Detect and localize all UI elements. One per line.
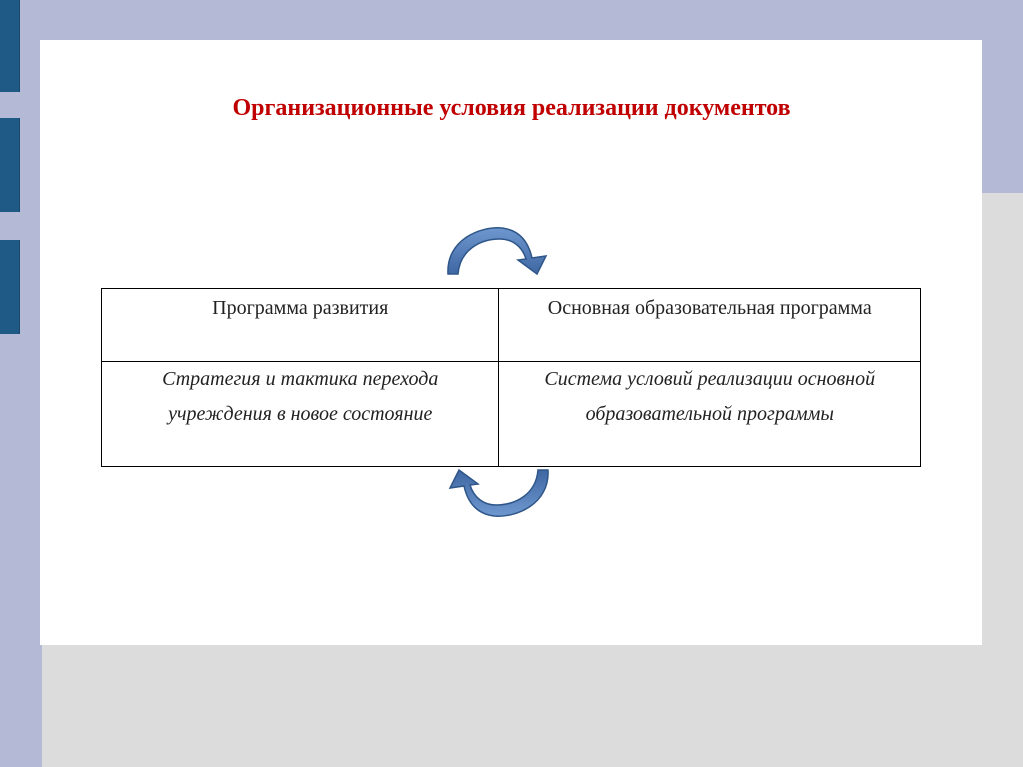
- side-tab-1: [0, 0, 20, 92]
- table-cell: Программа развития: [100, 288, 500, 362]
- documents-table: Программа развития Основная образователь…: [100, 288, 921, 467]
- curved-arrow-clockwise-icon: [447, 227, 548, 276]
- side-tab-2: [0, 118, 20, 212]
- slide-title: Организационные условия реализации докум…: [232, 95, 791, 121]
- table-row: Стратегия и тактика перехода учреждения …: [100, 361, 921, 467]
- table-cell: Стратегия и тактика перехода учреждения …: [100, 361, 500, 467]
- side-tab-3: [0, 240, 20, 334]
- curved-arrow-counterclockwise-icon: [448, 468, 549, 517]
- table-row: Программа развития Основная образователь…: [100, 288, 921, 362]
- table-cell: Основная образовательная программа: [498, 288, 921, 362]
- table-cell: Система условий реализации основной обра…: [498, 361, 921, 467]
